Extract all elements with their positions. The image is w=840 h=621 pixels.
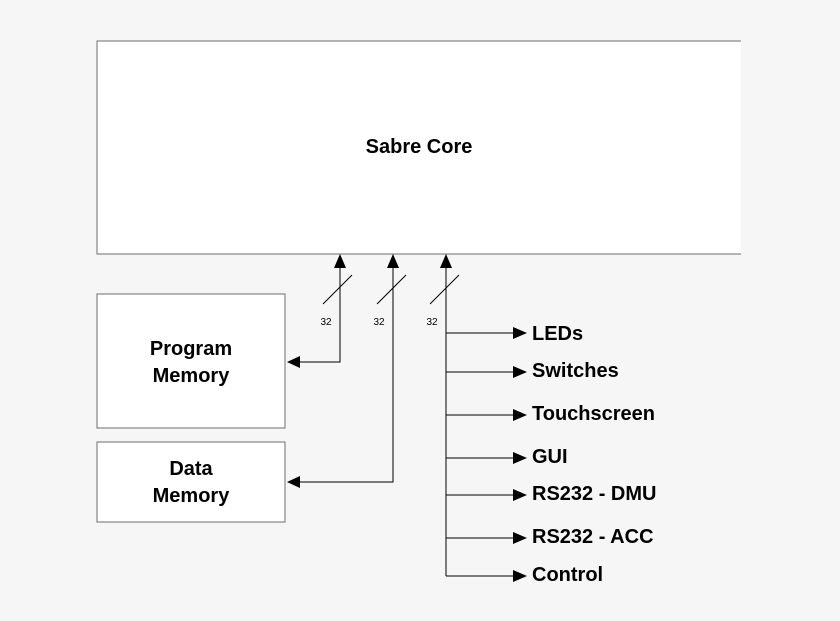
bus1-arrow-left-icon [287, 356, 300, 368]
program-memory-bus: 32 [287, 254, 353, 368]
sabre-core-block: Sabre Core [96, 40, 741, 255]
rs232-dmu-arrow-icon [513, 489, 527, 501]
bus2-arrow-up-icon [387, 254, 399, 268]
output-rs232-dmu: RS232 - DMU [446, 483, 656, 505]
gui-arrow-icon [513, 452, 527, 464]
peripheral-bus: 32 LEDs Switches Touchscreen GUI RS232 -… [426, 254, 656, 586]
control-arrow-icon [513, 570, 527, 582]
output-label-control: Control [532, 564, 603, 586]
output-gui: GUI [446, 446, 568, 468]
data-memory-block: Data Memory [96, 441, 286, 523]
output-label-rs232-acc: RS232 - ACC [532, 526, 654, 548]
bus1-width-label: 32 [320, 317, 332, 328]
output-label-rs232-dmu: RS232 - DMU [532, 483, 656, 505]
data-memory-label-line1: Data [169, 458, 213, 480]
program-memory-label-line1: Program [150, 338, 232, 360]
output-label-gui: GUI [532, 446, 568, 468]
output-switches: Switches [446, 360, 619, 382]
switches-arrow-icon [513, 366, 527, 378]
data-memory-bus: 32 [287, 254, 407, 488]
touchscreen-arrow-icon [513, 409, 527, 421]
output-leds: LEDs [446, 323, 583, 345]
program-memory-block: Program Memory [96, 293, 286, 429]
rs232-acc-arrow-icon [513, 532, 527, 544]
output-rs232-acc: RS232 - ACC [446, 526, 654, 548]
bus3-arrow-up-icon [440, 254, 452, 268]
output-label-touchscreen: Touchscreen [532, 403, 655, 425]
sabre-core-label: Sabre Core [366, 136, 473, 158]
bus2-arrow-left-icon [287, 476, 300, 488]
bus1-arrow-up-icon [334, 254, 346, 268]
bus2-width-label: 32 [373, 317, 385, 328]
output-control: Control [446, 564, 603, 586]
bus3-width-label: 32 [426, 317, 438, 328]
output-label-switches: Switches [532, 360, 619, 382]
output-touchscreen: Touchscreen [446, 403, 655, 425]
leds-arrow-icon [513, 327, 527, 339]
data-memory-label-line2: Memory [153, 485, 231, 507]
program-memory-label-line2: Memory [153, 365, 231, 387]
output-label-leds: LEDs [532, 323, 583, 345]
